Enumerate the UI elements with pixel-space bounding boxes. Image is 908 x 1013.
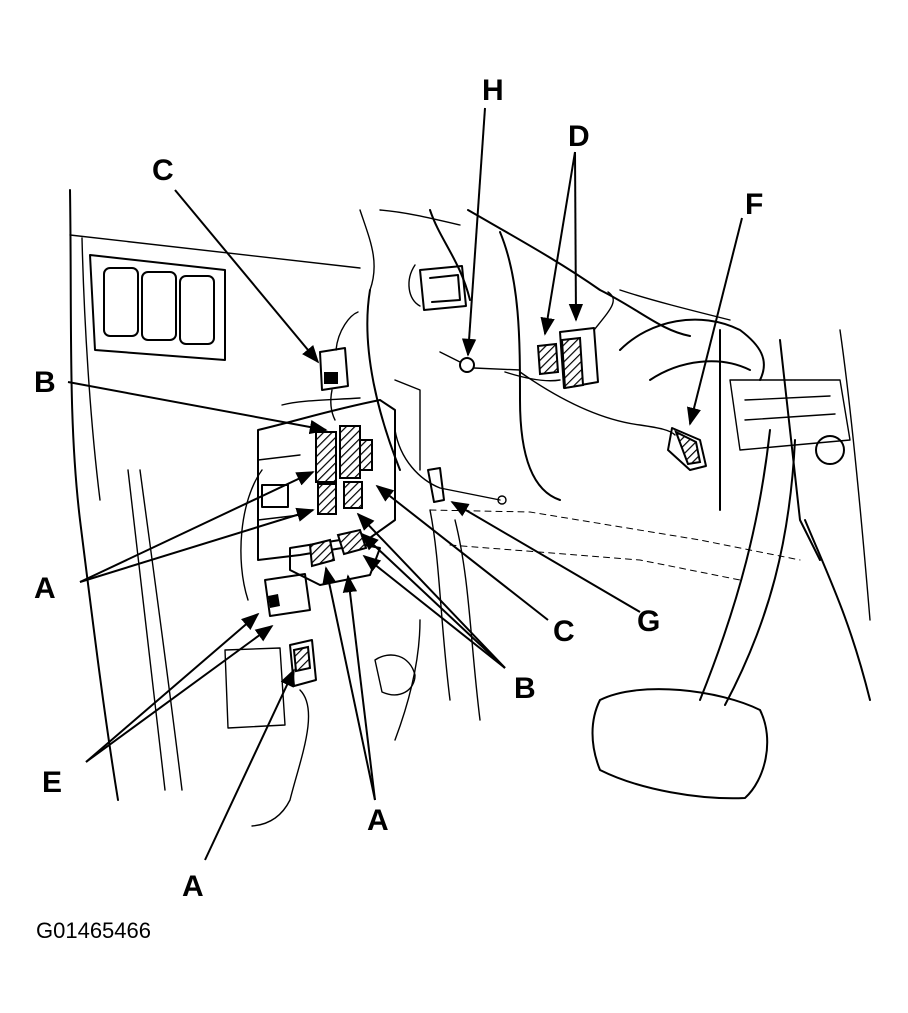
junction-box <box>240 397 396 827</box>
callout-d: D <box>568 120 590 153</box>
connector-a2 <box>343 481 363 509</box>
callout-f: F <box>745 188 763 221</box>
callout-a-center: A <box>367 804 389 837</box>
callout-a-bottom: A <box>182 870 204 903</box>
callout-g: G <box>637 605 660 638</box>
dashboard-linework <box>69 189 871 801</box>
callout-b-left: B <box>34 366 56 399</box>
switch-d-body <box>559 327 599 389</box>
callout-a-left: A <box>34 572 56 605</box>
components <box>319 264 707 505</box>
figure-id: G01465466 <box>36 918 151 943</box>
callout-h: H <box>482 74 504 107</box>
callout-c-right: C <box>553 615 575 648</box>
connector-a1 <box>317 483 337 515</box>
connector-b1 <box>315 431 337 483</box>
callout-labels: H D C F B A C G B E A A <box>34 74 763 903</box>
sensor-f <box>667 427 707 471</box>
leader-lines <box>67 107 743 861</box>
callout-b-right: B <box>514 672 536 705</box>
switch-upper <box>419 265 467 311</box>
callout-e: E <box>42 766 62 799</box>
connector-b2 <box>339 425 361 479</box>
callout-c-top: C <box>152 154 174 187</box>
connector-c <box>359 439 373 471</box>
ground-point-h <box>459 357 475 373</box>
